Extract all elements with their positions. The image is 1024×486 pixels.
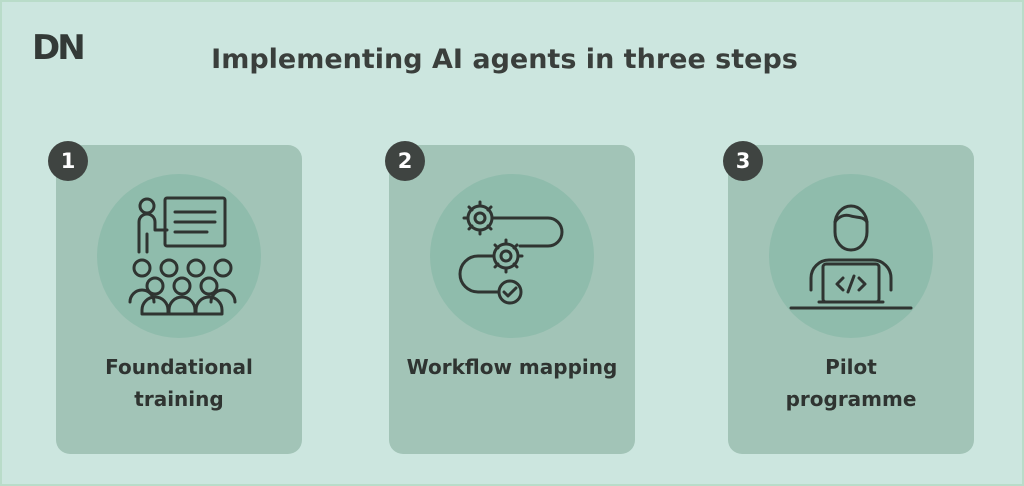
step-2-icon-circle <box>430 174 594 338</box>
page-title: Implementing AI agents in three steps <box>211 44 798 75</box>
step-card-1: Foundational training <box>56 145 302 454</box>
step-1-icon-circle <box>97 174 261 338</box>
step-1-number-badge: 1 <box>48 141 88 181</box>
step-2-label: Workflow mapping <box>389 351 635 383</box>
classroom-training-icon <box>128 196 237 316</box>
step-1-label-line-1: Foundational <box>105 355 253 379</box>
step-3-icon-circle <box>769 174 933 338</box>
step-2-number-badge: 2 <box>385 141 425 181</box>
dn-logo: DN <box>32 28 86 68</box>
step-card-2: Workflow mapping <box>389 145 635 454</box>
workflow-gears-icon <box>458 200 564 305</box>
step-1-label: Foundational training <box>56 351 302 415</box>
step-3-number-badge: 3 <box>723 141 763 181</box>
step-3-label-line-1: Pilot <box>825 355 877 379</box>
step-2-label-line-1: Workflow mapping <box>406 355 618 379</box>
step-3-label: Pilot programme <box>728 351 974 415</box>
step-card-3: Pilot programme <box>728 145 974 454</box>
step-1-label-line-2: training <box>134 387 224 411</box>
step-3-label-line-2: programme <box>785 387 917 411</box>
developer-laptop-icon <box>789 204 913 310</box>
